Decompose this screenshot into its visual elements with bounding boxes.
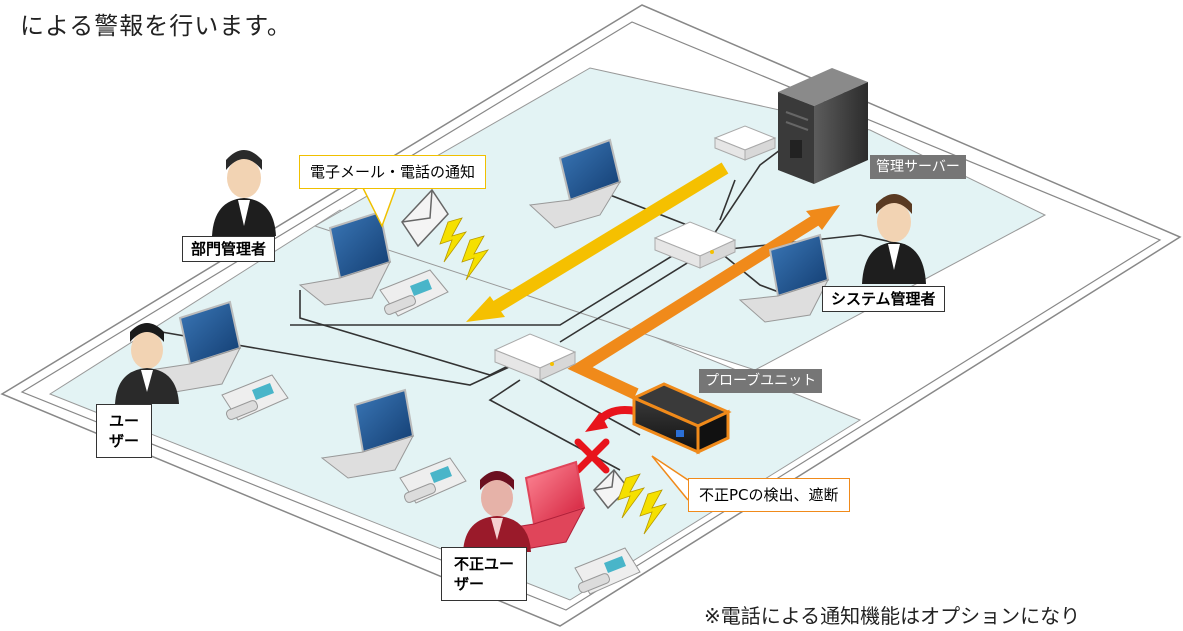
- callout-pointers: [359, 181, 689, 501]
- floor-plan: [0, 4, 1182, 627]
- detect-arrow-orange: [567, 205, 840, 400]
- router-icon-mid: [653, 221, 737, 269]
- rogue-user-label-line2: ザー: [454, 575, 485, 593]
- mail-envelope-icon: [401, 188, 449, 248]
- dept-admin-label: 部門管理者: [182, 236, 276, 262]
- mail-phone-callout: 電子メール・電話の通知: [299, 155, 487, 189]
- user-label-line1: ユー: [109, 412, 140, 430]
- signal-lightning-icon: [439, 217, 490, 281]
- probe-unit-icon: [630, 382, 732, 455]
- rogue-user-label: 不正ユー ザー: [441, 547, 528, 601]
- system-admin-person-icon: [862, 194, 926, 284]
- user-person-icon: [115, 323, 179, 404]
- laptop-icon: [298, 210, 392, 306]
- phone-icon: [221, 374, 289, 421]
- block-x-icon: [574, 438, 610, 474]
- server-tower-icon: [778, 68, 868, 184]
- system-admin-label: システム管理者: [822, 286, 945, 312]
- rogue-user-label-line1: 不正ユー: [454, 555, 515, 573]
- laptop-icon: [148, 300, 242, 393]
- laptop-icon: [320, 388, 415, 479]
- server-label: 管理サーバー: [870, 155, 966, 179]
- laptop-icon: [738, 233, 830, 323]
- footnote: ※電話による通知機能はオプションになり: [704, 604, 1081, 628]
- laptop-icon: [528, 138, 622, 229]
- signal-lightning-icon: [617, 473, 668, 535]
- router-icon-top: [713, 125, 777, 161]
- intro-heading: による警報を行います。: [20, 12, 292, 40]
- alert-arrow-yellow: [466, 162, 729, 322]
- router-icon-low: [493, 333, 577, 381]
- phone-icon: [379, 269, 449, 317]
- user-label-line2: ザー: [109, 432, 140, 450]
- rogue-user-person-icon: [463, 471, 531, 552]
- probe-unit-label: プローブユニット: [699, 369, 823, 393]
- detect-block-callout: 不正PCの検出、遮断: [688, 478, 850, 512]
- phone-icon: [399, 457, 467, 504]
- user-label: ユー ザー: [96, 404, 153, 458]
- department-admin-person-icon: [212, 150, 276, 236]
- phone-icon: [574, 547, 641, 595]
